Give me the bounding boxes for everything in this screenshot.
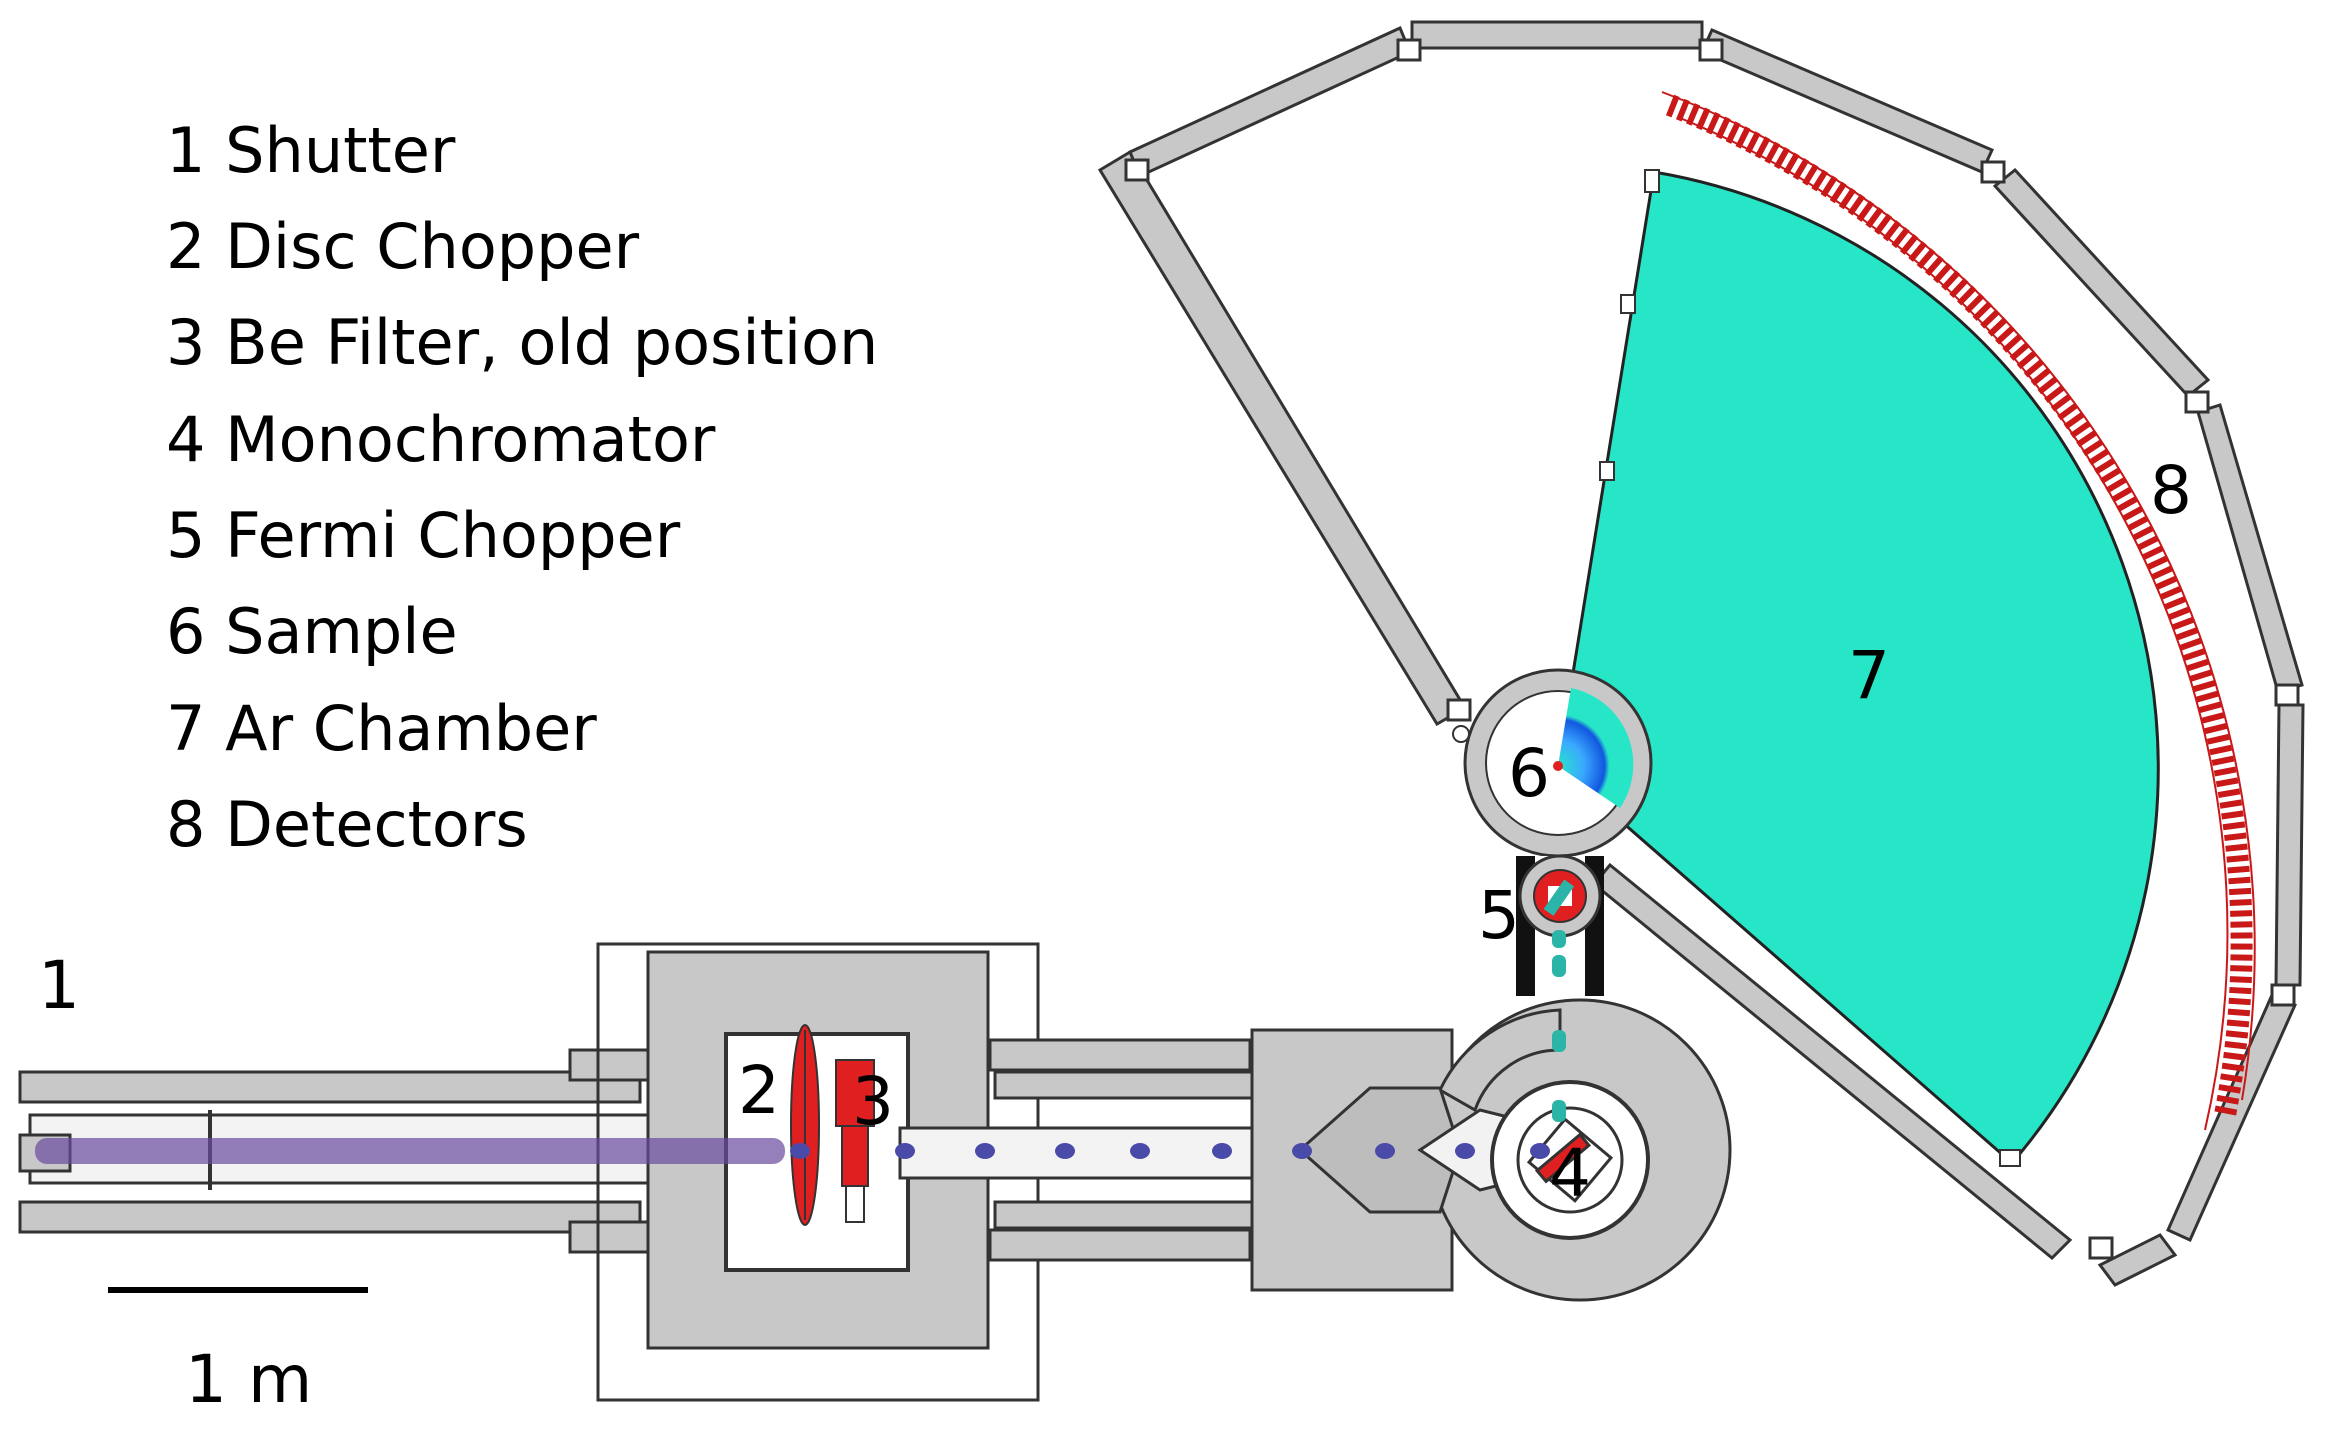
- marker-6: 6: [1508, 735, 1550, 812]
- legend: 1 Shutter 2 Disc Chopper 3 Be Filter, ol…: [166, 114, 878, 861]
- shielding-joints: [1124, 38, 2300, 1260]
- markers: 1 2 3 4 5 6 7 8: [38, 452, 2192, 1212]
- marker-5: 5: [1478, 877, 1520, 954]
- chamber-tabs: [1599, 169, 2021, 1167]
- marker-4: 4: [1549, 1135, 1591, 1212]
- detector-bank: [1661, 91, 2256, 1131]
- scale-bar: 1 m: [108, 1287, 368, 1418]
- ar-chamber: [1556, 170, 2160, 1166]
- legend-item-5: 5 Fermi Chopper: [166, 499, 681, 572]
- marker-8: 8: [2150, 452, 2192, 529]
- marker-2: 2: [738, 1052, 780, 1129]
- beam-path: [35, 930, 1566, 1164]
- legend-item-6: 6 Sample: [166, 595, 458, 668]
- legend-item-4: 4 Monochromator: [166, 403, 716, 476]
- sample-icon: [1553, 761, 1563, 771]
- legend-item-7: 7 Ar Chamber: [166, 692, 597, 765]
- marker-1: 1: [38, 947, 80, 1024]
- disc-chopper: [790, 1024, 820, 1226]
- marker-3: 3: [852, 1063, 894, 1140]
- legend-item-8: 8 Detectors: [166, 788, 528, 861]
- legend-item-3: 3 Be Filter, old position: [166, 306, 878, 379]
- sample-housing: [1452, 668, 1653, 858]
- beamline-shielding: [18, 942, 1454, 1402]
- scale-bar-label: 1 m: [185, 1341, 312, 1418]
- marker-7: 7: [1848, 637, 1890, 714]
- be-filter: [835, 1059, 875, 1223]
- legend-item-1: 1 Shutter: [166, 114, 456, 187]
- legend-item-2: 2 Disc Chopper: [166, 210, 640, 283]
